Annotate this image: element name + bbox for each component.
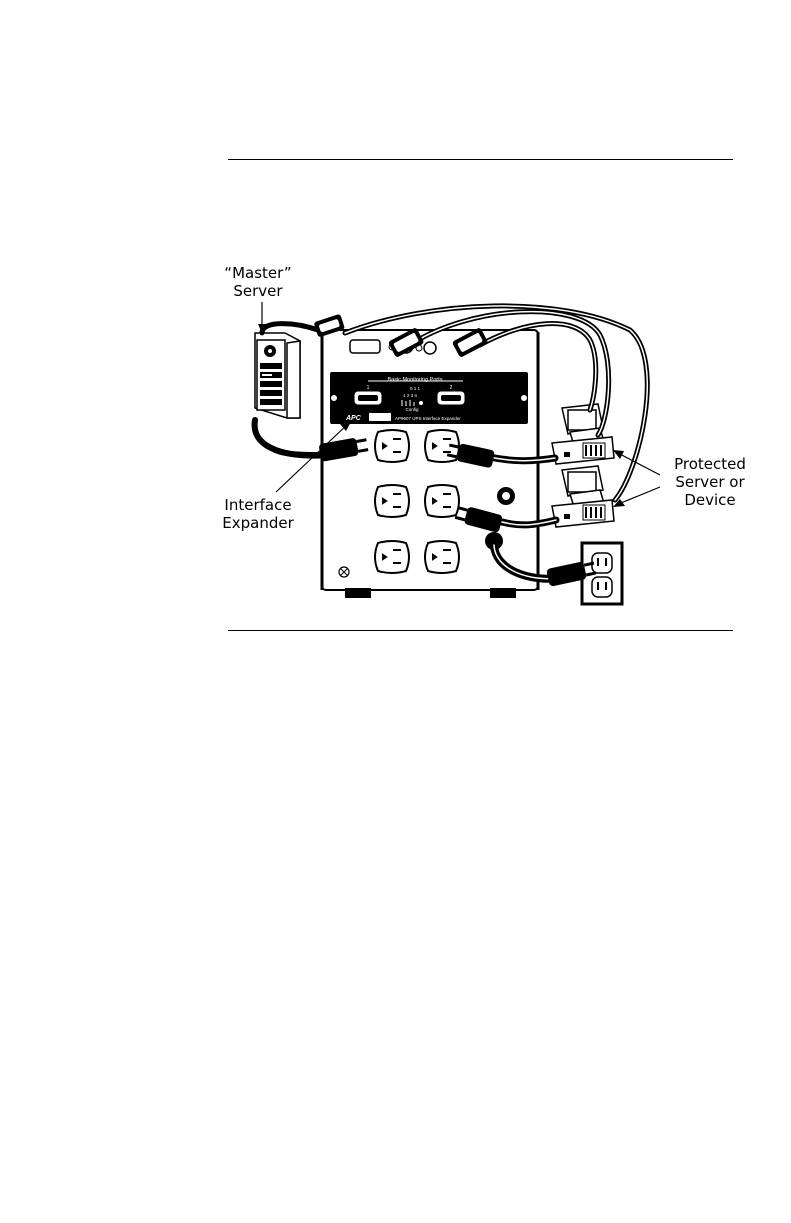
protected-label-line3: Device <box>660 491 760 509</box>
apc-logo: APC <box>345 415 362 422</box>
master-label-line2: Server <box>214 282 302 300</box>
smartslot-logo <box>369 413 391 421</box>
master-label-line1: “Master” <box>214 264 302 282</box>
outlet-3 <box>375 485 409 517</box>
config-label: Config <box>405 407 419 412</box>
port-1-label: 1 <box>367 385 370 391</box>
ups-foot-right <box>490 588 516 598</box>
outlet-5 <box>375 541 409 573</box>
protected-server-label: Protected Server or Device <box>660 455 760 509</box>
protected-label-line2: Server or <box>660 473 760 491</box>
outlet-6 <box>425 541 459 573</box>
master-server <box>255 333 300 418</box>
outlet-4 <box>425 485 459 517</box>
ups-foot-left <box>345 588 371 598</box>
model-label: AP9607 UPS Interface Expander <box>395 416 461 421</box>
interface-label-line2: Expander <box>210 514 306 532</box>
port-2-label: 2 <box>450 385 453 391</box>
card-title: Basic Monitoring Ports <box>387 377 442 383</box>
switch-numbers-label: 1 2 3 4 <box>403 393 417 398</box>
protected-device-2 <box>552 466 614 527</box>
switch-onoff-label: 0 1 1 <box>410 386 421 391</box>
outlet-1 <box>375 430 409 462</box>
interface-expander-card: Basic Monitoring Ports 1 2 0 1 1 1 2 3 4… <box>330 372 528 424</box>
interface-label-line1: Interface <box>210 496 306 514</box>
protected-label-line1: Protected <box>660 455 760 473</box>
interface-expander-label: Interface Expander <box>210 496 306 532</box>
master-server-label: “Master” Server <box>214 264 302 300</box>
ups-serial-port <box>350 340 380 353</box>
